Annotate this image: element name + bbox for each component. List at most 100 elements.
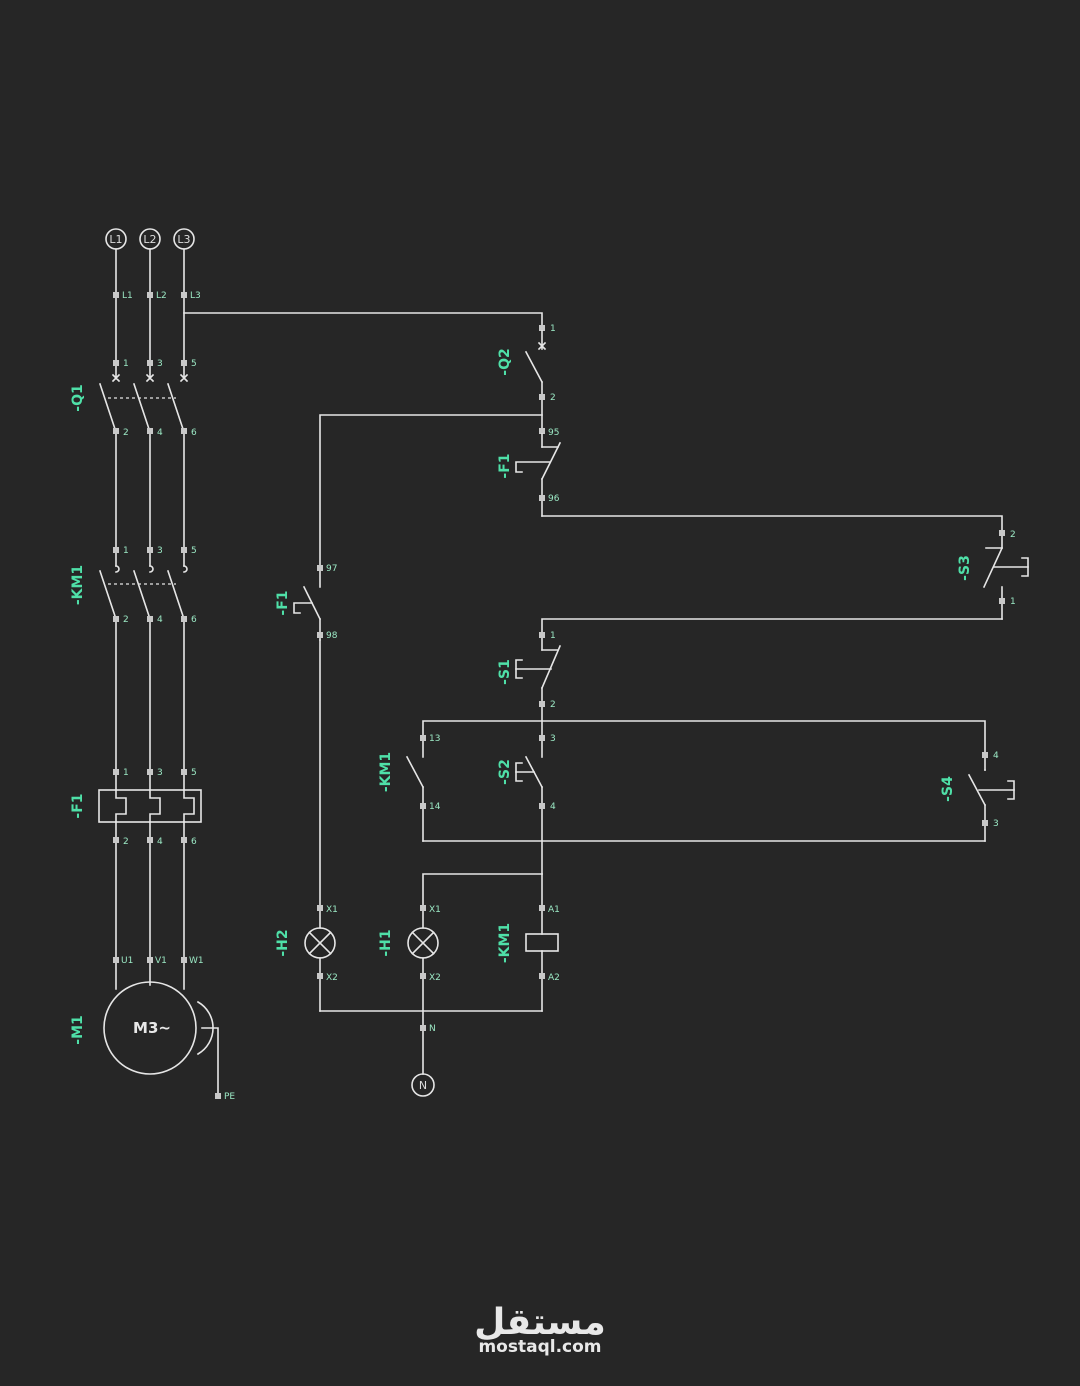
wire-segment	[967, 773, 987, 807]
pin-label: 3	[993, 819, 999, 829]
terminal-pin	[181, 428, 187, 434]
stop-button-s1: 1 2 -S1	[497, 631, 562, 758]
terminal-pin	[420, 735, 426, 741]
tag-f1-nc: -F1	[497, 453, 513, 478]
phase-wires	[115, 248, 543, 990]
tag-km1-coil: -KM1	[497, 923, 513, 963]
pin-label: X1	[326, 905, 338, 915]
pin-label: L3	[190, 291, 201, 301]
terminal-pin	[420, 803, 426, 809]
wire-segment	[524, 350, 544, 384]
pin-label: 1	[550, 324, 556, 334]
overload-f1-nc-contact: 95 96 -F1	[497, 428, 562, 517]
pin-label: 1	[1010, 597, 1016, 607]
terminal-pin	[113, 837, 119, 843]
pin-label: X2	[429, 973, 441, 983]
terminal-pin	[147, 360, 153, 366]
tag-f1-main: -F1	[70, 793, 86, 818]
wire-segment	[515, 659, 523, 679]
contactor-km1-coil: A1 A2 -KM1	[497, 873, 560, 1012]
terminal-pin	[539, 973, 545, 979]
wire-segment	[405, 755, 425, 789]
terminal-pin	[215, 1093, 221, 1099]
tag-h1: -H1	[378, 929, 394, 956]
pin-label: 4	[157, 615, 163, 625]
stop-button-s3: 2 1 -S3	[957, 530, 1029, 620]
tag-s4: -S4	[940, 776, 956, 802]
contactor-km1-aux-contact: 13 14 -KM1	[378, 734, 441, 842]
logo-latin: mostaql.com	[478, 1337, 601, 1357]
breaker-q1: 1 3 5 2 4 6 -Q1	[70, 359, 197, 438]
pe-label: PE	[224, 1092, 235, 1102]
pin-label: A2	[548, 973, 560, 983]
overload-f1-no-contact: 97 98 -F1	[275, 564, 338, 641]
pin-label: W1	[189, 956, 204, 966]
wire-to-h1	[422, 873, 543, 929]
pin-label: 6	[191, 428, 197, 438]
wire-to-s3	[541, 515, 1003, 549]
pin-label: 2	[123, 837, 129, 847]
tag-km1-main: -KM1	[70, 565, 86, 605]
wire-segment	[982, 546, 1004, 589]
terminal-pin	[181, 769, 187, 775]
tag-s1: -S1	[497, 659, 513, 685]
pin-label: 2	[1010, 530, 1016, 540]
pin-label: 5	[191, 546, 197, 556]
terminal-pin	[181, 957, 187, 963]
pin-label: 2	[550, 393, 556, 403]
pin-label: 4	[157, 428, 163, 438]
neutral-bus: N N	[319, 1010, 543, 1097]
tag-f1-no: -F1	[275, 590, 291, 615]
pin-label: 97	[326, 564, 337, 574]
wire-f1-97-branch	[319, 414, 543, 588]
terminal-pin	[317, 565, 323, 571]
terminal-pin	[420, 973, 426, 979]
wire-segment	[183, 312, 543, 329]
pin-label: 3	[550, 734, 556, 744]
wire-segment	[132, 569, 152, 621]
tag-q1: -Q1	[70, 384, 86, 411]
pin-label: 3	[157, 546, 163, 556]
wire-segment	[166, 382, 186, 434]
wire-segment	[115, 565, 188, 573]
terminal-pin	[113, 957, 119, 963]
pin-label: L1	[122, 291, 133, 301]
supply-terminal-l2: L2	[139, 228, 161, 250]
terminal-pin	[147, 769, 153, 775]
terminal-pin	[147, 292, 153, 298]
wire-segment	[111, 373, 189, 383]
tag-q2: -Q2	[497, 348, 513, 375]
terminal-pin	[113, 428, 119, 434]
tag-h2: -H2	[275, 929, 291, 956]
tag-s2: -S2	[497, 759, 513, 785]
pin-label: 5	[191, 768, 197, 778]
terminal-pin	[539, 803, 545, 809]
wire-segment	[525, 933, 559, 952]
pin-label: 98	[326, 631, 338, 641]
pin-label: 4	[993, 751, 999, 761]
pin-label: 1	[550, 631, 556, 641]
start-button-s2: 3 4 -S2	[497, 734, 556, 875]
terminal-pin	[999, 530, 1005, 536]
power-circuit: L1 L2 L3	[70, 228, 543, 1102]
terminal-pin	[147, 428, 153, 434]
wire-segment	[1007, 780, 1015, 800]
terminal-pin	[181, 616, 187, 622]
pin-label: 3	[157, 768, 163, 778]
terminal-pin	[420, 905, 426, 911]
pin-label: X1	[429, 905, 441, 915]
tag-km1-aux: -KM1	[378, 752, 394, 792]
supply-terminal-l3: L3	[173, 228, 195, 250]
start-button-s4: 4 3 -S4	[940, 751, 1015, 842]
wire-segment	[149, 789, 161, 823]
wire-segment	[201, 1027, 219, 1097]
wire-segment	[166, 569, 186, 621]
contactor-km1-main: 1 3 5 2 4 6 -KM1	[70, 546, 197, 625]
overload-f1: 1 3 5 2 4 6 -F1	[70, 768, 202, 847]
pin-label: X2	[326, 973, 338, 983]
pin-label: V1	[155, 956, 167, 966]
supply-terminal-l1: L1	[105, 228, 127, 250]
terminal-pin	[317, 973, 323, 979]
terminal-pin	[982, 820, 988, 826]
wire-segment	[308, 931, 332, 955]
